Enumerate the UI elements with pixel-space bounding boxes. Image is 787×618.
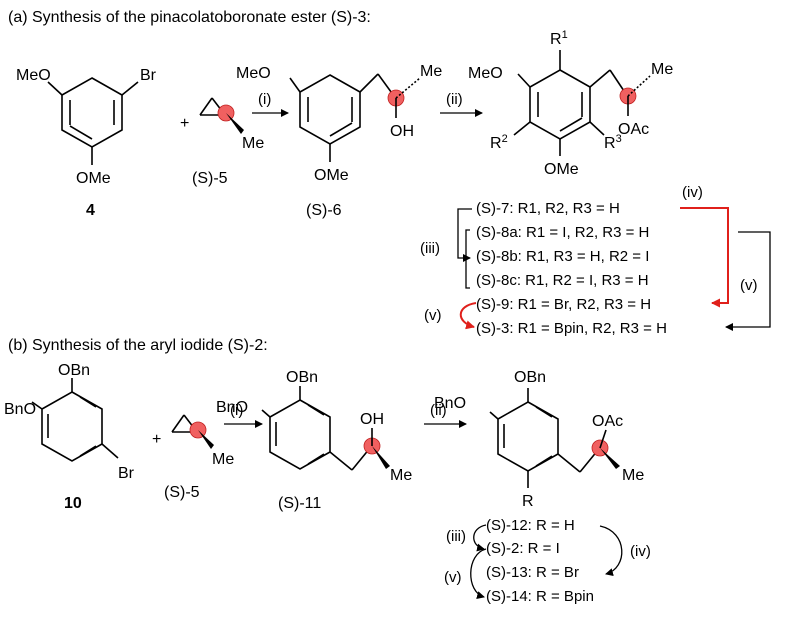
me-label-product: Me (651, 61, 673, 78)
plus-a: + (180, 115, 189, 132)
me-label-5a: Me (242, 135, 264, 152)
bno-label-10: BnO (4, 401, 36, 418)
br-label-10: Br (118, 465, 135, 482)
compound-list-a: (S)-7: R1, R2, R3 = H (S)-8a: R1 = I, R2… (476, 200, 667, 337)
me-label-11: Me (390, 467, 412, 484)
reagent-iv-b: (iv) (630, 543, 651, 560)
me-label-5b: Me (212, 451, 234, 468)
compound-5b-label: (S)-5 (164, 484, 200, 501)
substituted-aryl-structure: R1 MeO R2 R3 OMe Me OAc (468, 29, 673, 178)
obn-label-product-b: OBn (514, 369, 546, 386)
reagent-v-a-left: (v) (424, 307, 442, 324)
r1-sup: 1 (562, 29, 568, 41)
compound-6-label: (S)-6 (306, 202, 342, 219)
compound-4-label: 4 (86, 202, 95, 219)
list-b-item-13: (S)-13: R = Br (486, 564, 579, 581)
compound-10-structure: OBn BnO Br 10 (4, 362, 135, 512)
reagent-i-b: (i) (230, 402, 243, 419)
r-label-product-b: R (522, 493, 534, 510)
bno-label-product-b: BnO (434, 395, 466, 412)
reagent-iii-b: (iii) (446, 528, 466, 545)
epoxide-5b-structure: Me (S)-5 (164, 414, 234, 501)
r2-sup: 2 (502, 133, 508, 145)
reagent-v-a-right: (v) (740, 277, 758, 294)
oh-label-11: OH (360, 411, 384, 428)
bracket-8-series (465, 229, 470, 289)
ome-label-4: OMe (76, 170, 111, 187)
arrow-step-iii-a (457, 208, 472, 262)
list-a-item-8b: (S)-8b: R1, R3 = H, R2 = I (476, 248, 649, 265)
list-a-item-9: (S)-9: R1 = Br, R2, R3 = H (476, 296, 651, 313)
oac-label-product-b: OAc (592, 413, 623, 430)
r1-label-text: R (550, 31, 562, 48)
meo-label-product: MeO (468, 65, 503, 82)
meo-label-4: MeO (16, 67, 51, 84)
list-b-item-14: (S)-14: R = Bpin (486, 588, 594, 605)
arrow-step-iv-b (599, 525, 623, 577)
reagent-ii-b: (ii) (430, 402, 447, 419)
epoxide-5a-structure: Me (S)-5 (192, 97, 264, 187)
arrow-step-iv-a (680, 207, 729, 308)
arrow-step-v-a-left (459, 302, 477, 330)
reagent-iii-a: (iii) (420, 240, 440, 257)
plus-b: + (152, 431, 161, 448)
list-b-item-2: (S)-2: R = I (486, 540, 560, 557)
compound-list-b: (S)-12: R = H (S)-2: R = I (S)-13: R = B… (486, 517, 594, 605)
obn-label-10: OBn (58, 362, 90, 379)
list-b-item-12: (S)-12: R = H (486, 517, 575, 534)
arrow-step-iii-b (473, 524, 487, 552)
bno-label-11: BnO (216, 399, 248, 416)
meo-label-6: MeO (236, 65, 271, 82)
reagent-i-a: (i) (258, 91, 271, 108)
br-label-4: Br (140, 67, 157, 84)
reagent-v-b: (v) (444, 569, 462, 586)
aryl-product-b-structure: OBn BnO OAc Me R (434, 369, 644, 510)
oac-label-product: OAc (618, 121, 649, 138)
me-label-6: Me (420, 63, 442, 80)
list-a-item-7: (S)-7: R1, R2, R3 = H (476, 200, 620, 217)
me-label-product-b: Me (622, 467, 644, 484)
r3-label: R3 (604, 133, 622, 152)
r1-label: R1 (550, 29, 568, 48)
compound-11-structure: OBn BnO OH Me (S)-11 (216, 369, 412, 512)
list-a-item-8a: (S)-8a: R1 = I, R2, R3 = H (476, 224, 649, 241)
ome-label-6: OMe (314, 167, 349, 184)
list-a-item-8c: (S)-8c: R1, R2 = I, R3 = H (476, 272, 649, 289)
r2-label: R2 (490, 133, 508, 152)
oh-label-6: OH (390, 123, 414, 140)
list-a-item-3: (S)-3: R1 = Bpin, R2, R3 = H (476, 320, 667, 337)
reagent-ii-a: (ii) (446, 91, 463, 108)
r3-label-text: R (604, 135, 616, 152)
compound-10-label: 10 (64, 495, 82, 512)
arrow-step-v-a-right (725, 231, 771, 331)
compound-5a-label: (S)-5 (192, 170, 228, 187)
obn-label-11: OBn (286, 369, 318, 386)
reagent-iv-a: (iv) (682, 184, 703, 201)
r2-label-text: R (490, 135, 502, 152)
section-b-title: (b) Synthesis of the aryl iodide (S)-2: (8, 337, 268, 354)
compound-4-structure: MeO Br OMe 4 (16, 67, 157, 219)
compound-11-label: (S)-11 (278, 495, 321, 512)
r3-sup: 3 (616, 133, 622, 145)
ome-label-product: OMe (544, 161, 579, 178)
arrow-step-v-b (470, 548, 487, 599)
compound-6-structure: MeO Me OH OMe (S)-6 (236, 63, 442, 219)
section-a-title: (a) Synthesis of the pinacolatoboronate … (8, 9, 371, 26)
